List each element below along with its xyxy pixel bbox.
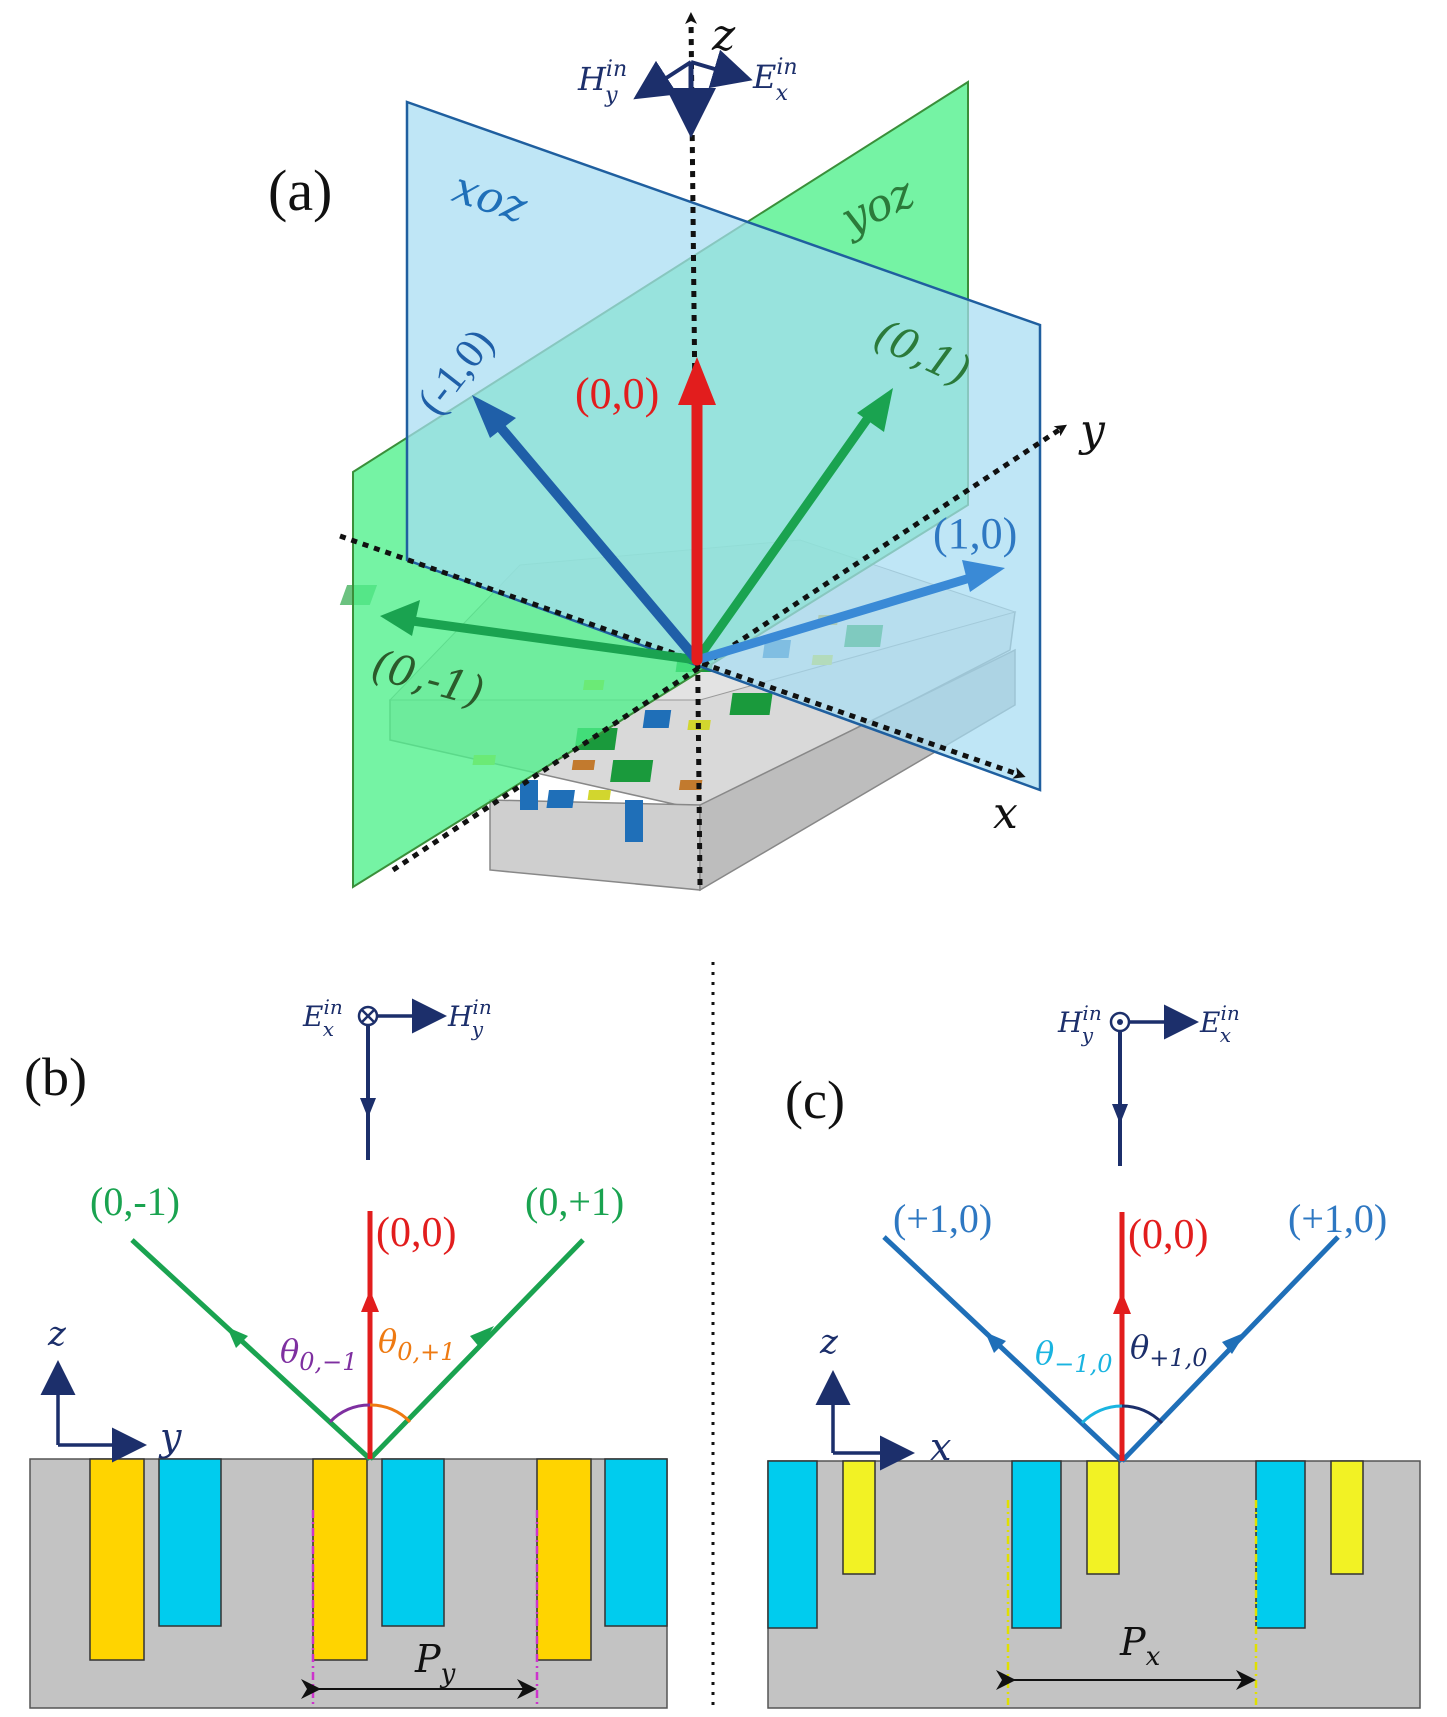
period-label-b: Py (414, 1637, 456, 1689)
order-arrow-p10 (692, 570, 985, 665)
order-arrow-p01 (692, 403, 880, 665)
order-label-center-c: (0,0) (1128, 1212, 1208, 1258)
order-arrow-m01 (400, 615, 702, 665)
panel-a: (a) (268, 10, 1106, 892)
unit-cell (610, 760, 654, 782)
panel-c-label: (c) (785, 1070, 845, 1130)
angle-label-right-b: θ0,+1 (378, 1322, 456, 1366)
cyan-pillar (381, 1458, 445, 1627)
order-arrowhead-m01 (380, 600, 420, 636)
order-label-left-c: (+1,0) (893, 1196, 992, 1241)
pillars-b (89, 1458, 668, 1661)
y-axis-label-b: y (158, 1415, 182, 1459)
yellow-pillar (1330, 1460, 1364, 1575)
unit-cell (729, 693, 773, 715)
order-label-00: (0,0) (575, 369, 659, 418)
order-line-left-c (882, 1235, 1124, 1463)
order-label-right-b: (0,+1) (525, 1179, 624, 1224)
block-front-face (489, 799, 701, 891)
diffraction-arrows-a (380, 357, 1005, 666)
yellow-pillar (842, 1460, 876, 1575)
angle-arc-left-b (328, 1403, 371, 1424)
cross-stroke (361, 1009, 375, 1023)
order-arrowhead-left-c (985, 1332, 1006, 1353)
unit-cell (546, 790, 575, 808)
angle-label-right-c: θ+1,0 (1130, 1328, 1208, 1372)
order-arrowhead-00 (678, 357, 716, 405)
cyan-pillar (767, 1460, 818, 1629)
unit-cell (642, 710, 672, 728)
h-field-dot (1117, 1019, 1123, 1025)
h-field-out-of-page-icon (1109, 1011, 1131, 1033)
order-label-center-b: (0,0) (376, 1210, 456, 1256)
angle-arc-right-b (369, 1403, 412, 1424)
order-arrowhead-p10 (962, 560, 1005, 592)
order-label-left-b: (0,-1) (90, 1179, 180, 1224)
order-line-right-b (368, 1238, 585, 1461)
unit-cell (571, 760, 596, 770)
order-arrow-m10 (485, 410, 702, 665)
xoz-plane (405, 100, 1042, 792)
period-label-c: Px (1119, 1620, 1161, 1672)
order-line-left-b (130, 1238, 372, 1461)
angle-label-left-c: θ−1,0 (1035, 1334, 1113, 1378)
cyan-pillar (1255, 1460, 1306, 1629)
order-arrowhead-m10 (472, 395, 516, 438)
unit-cell (587, 790, 611, 800)
incident-wave-arrowhead-c (1112, 1104, 1128, 1124)
order-label-right-c: (+1,0) (1288, 1196, 1387, 1241)
order-label-p10: (1,0) (933, 509, 1017, 558)
angle-arc-right-c (1121, 1404, 1164, 1425)
pillars-c (767, 1460, 1364, 1629)
cyan-pillar (604, 1458, 668, 1627)
order-arrowhead-center-b (361, 1290, 379, 1312)
h-field-arrow (633, 60, 693, 100)
angle-arc-left-c (1080, 1404, 1123, 1425)
z-axis-label-b: z (47, 1314, 67, 1354)
cyan-pillar (1011, 1460, 1062, 1629)
e-field-arrow (690, 49, 753, 89)
order-arrowhead-center-c (1113, 1292, 1131, 1314)
z-axis-label: z (711, 10, 736, 61)
z-axis-label-c: z (819, 1322, 839, 1362)
order-arrowhead-right-c (1222, 1332, 1246, 1354)
yellow-pillar (1086, 1460, 1120, 1575)
order-arrowhead-right-b (470, 1326, 494, 1348)
e-field-into-page-icon (357, 1005, 379, 1027)
gold-pillar (89, 1458, 145, 1661)
order-arrowhead-p01 (857, 388, 893, 432)
angle-label-left-b: θ0,−1 (280, 1332, 358, 1376)
unit-cell (520, 780, 538, 810)
x-axis-label-c: x (930, 1425, 951, 1469)
incident-wave-arrowhead-b (360, 1098, 376, 1118)
panel-a-label: (a) (268, 158, 332, 223)
y-axis-label: y (1078, 405, 1106, 456)
cyan-pillar (158, 1458, 222, 1627)
gold-pillar (312, 1458, 368, 1661)
panel-b-label: (b) (24, 1047, 87, 1107)
gold-pillar (536, 1458, 592, 1661)
x-axis-label: x (993, 788, 1018, 839)
unit-cell (625, 800, 643, 842)
order-arrowhead-left-b (227, 1327, 248, 1348)
